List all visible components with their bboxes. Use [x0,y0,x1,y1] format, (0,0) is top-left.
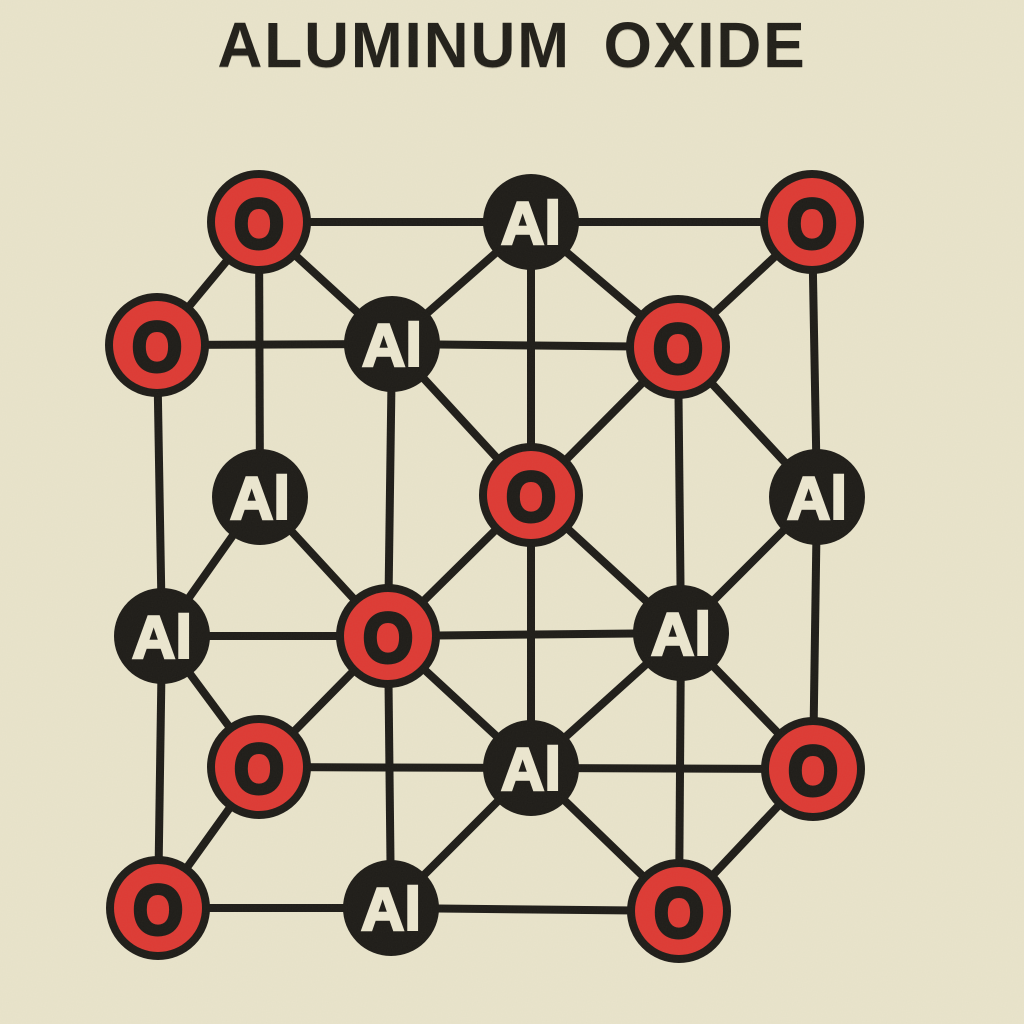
atom-label-O: O [506,459,556,537]
atom-label-Al: Al [132,604,192,671]
atom-node-Al-B2: Al [344,296,440,392]
atom-label-Al: Al [361,876,421,943]
atom-label-Al: Al [362,312,422,379]
atom-label-Al: Al [501,736,561,803]
atom-node-Al-D3: Al [633,585,729,681]
atom-label-Al: Al [501,190,561,257]
atom-node-O-B3: O [626,295,730,399]
atom-label-Al: Al [787,465,847,532]
atom-node-O-D2: O [336,584,440,688]
atom-label-O: O [363,600,413,678]
atom-node-Al-C3: Al [769,449,865,545]
atom-node-O-C2: O [479,443,583,547]
atom-node-Al-D1: Al [114,588,210,684]
atom-node-O-B1: O [105,293,209,397]
atom-label-Al: Al [651,601,711,668]
atom-node-O-A3: O [760,170,864,274]
atom-node-O-E1: O [207,715,311,819]
atom-node-O-E3: O [761,717,865,821]
atom-node-O-F1: O [106,856,210,960]
atom-node-O-A1: O [207,170,311,274]
atom-node-Al-A2: Al [483,174,579,270]
atom-node-Al-E2: Al [483,720,579,816]
atom-label-O: O [133,872,183,950]
atom-node-O-F3: O [627,859,731,963]
atom-label-O: O [654,875,704,953]
atom-label-O: O [653,311,703,389]
atom-label-Al: Al [230,465,290,532]
atom-label-O: O [787,186,837,264]
atom-node-Al-F2: Al [343,860,439,956]
atom-label-O: O [132,309,182,387]
atom-label-O: O [234,186,284,264]
atom-label-O: O [234,731,284,809]
atom-label-O: O [788,733,838,811]
atom-node-Al-C1: Al [212,449,308,545]
page-title: ALUMINUM OXIDE [217,9,807,81]
